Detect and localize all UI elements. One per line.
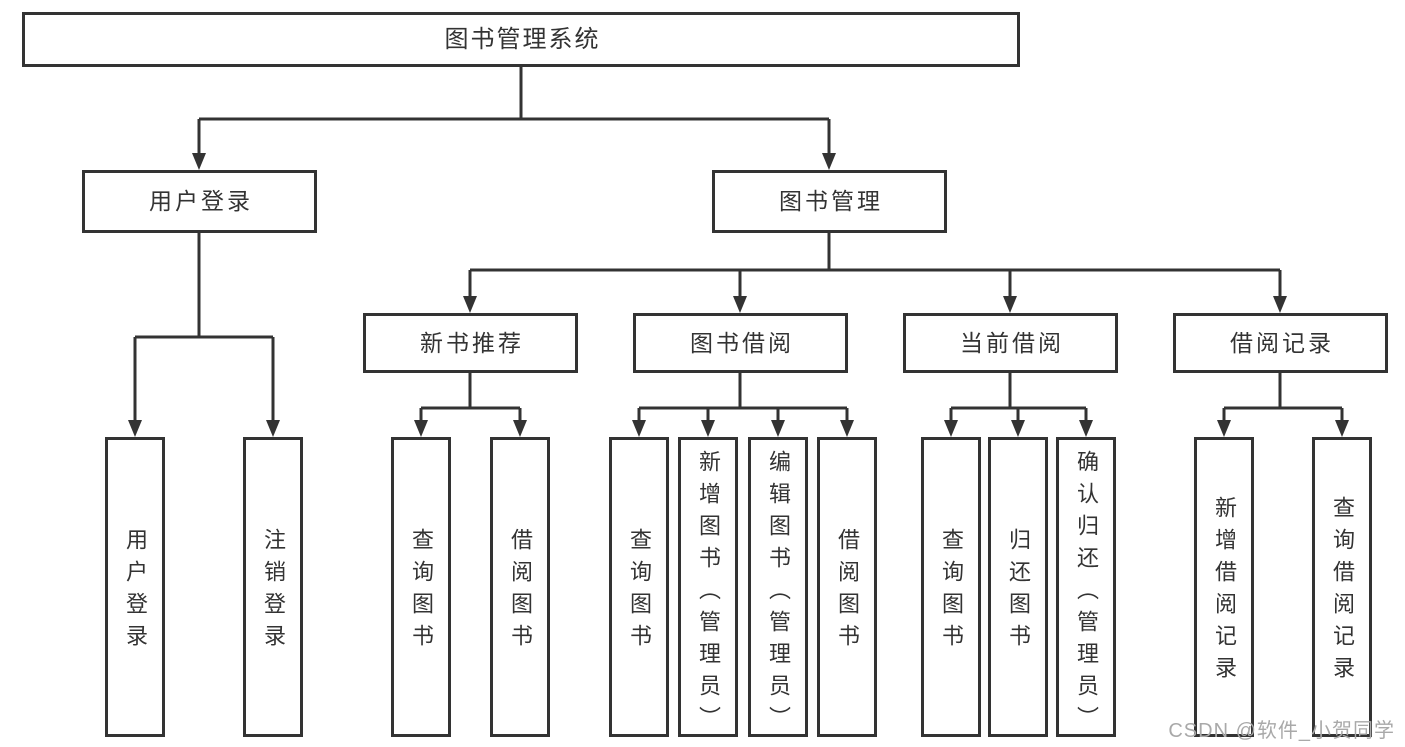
csdn-watermark: CSDN @软件_小贺同学 [1168,720,1395,742]
leaf-borrow-book: 借阅图书 [817,437,877,737]
arrowhead [1003,296,1017,313]
leaf-search-book-borrow: 查询图书 [609,437,669,737]
node-book-borrowing: 图书借阅 [633,313,848,373]
arrowhead [822,153,836,170]
node-book-management: 图书管理 [712,170,947,233]
arrowhead [1079,420,1093,437]
node-new-book-recommend: 新书推荐 [363,313,578,373]
leaf-search-book-current: 查询图书 [921,437,981,737]
leaf-add-borrow-record: 新增借阅记录 [1194,437,1254,737]
node-root: 图书管理系统 [22,12,1020,67]
arrowhead [1011,420,1025,437]
arrowhead [733,296,747,313]
tree-branch-lines [133,67,1344,423]
leaf-logout: 注销登录 [243,437,303,737]
leaf-edit-book-admin: 编辑图书（管理员） [748,437,808,738]
leaf-borrow-book-recommend: 借阅图书 [490,437,550,737]
arrowhead [192,153,206,170]
arrowhead [1335,420,1349,437]
node-user-login: 用户登录 [82,170,317,233]
leaf-add-book-admin: 新增图书（管理员） [678,437,738,738]
arrowhead [1273,296,1287,313]
arrowheads [128,153,1349,437]
leaf-confirm-return-admin: 确认归还（管理员） [1056,437,1116,738]
arrowhead [463,296,477,313]
arrowhead [513,420,527,437]
node-current-borrowing: 当前借阅 [903,313,1118,373]
arrowhead [840,420,854,437]
arrowhead [414,420,428,437]
leaf-user-login: 用户登录 [105,437,165,737]
arrowhead [771,420,785,437]
leaf-search-book-recommend: 查询图书 [391,437,451,737]
arrowhead [1217,420,1231,437]
arrowhead [944,420,958,437]
leaf-return-book: 归还图书 [988,437,1048,737]
arrowhead [266,420,280,437]
node-borrowing-records: 借阅记录 [1173,313,1388,373]
leaf-search-borrow-record: 查询借阅记录 [1312,437,1372,737]
arrowhead [632,420,646,437]
arrowhead [128,420,142,437]
arrowhead [701,420,715,437]
